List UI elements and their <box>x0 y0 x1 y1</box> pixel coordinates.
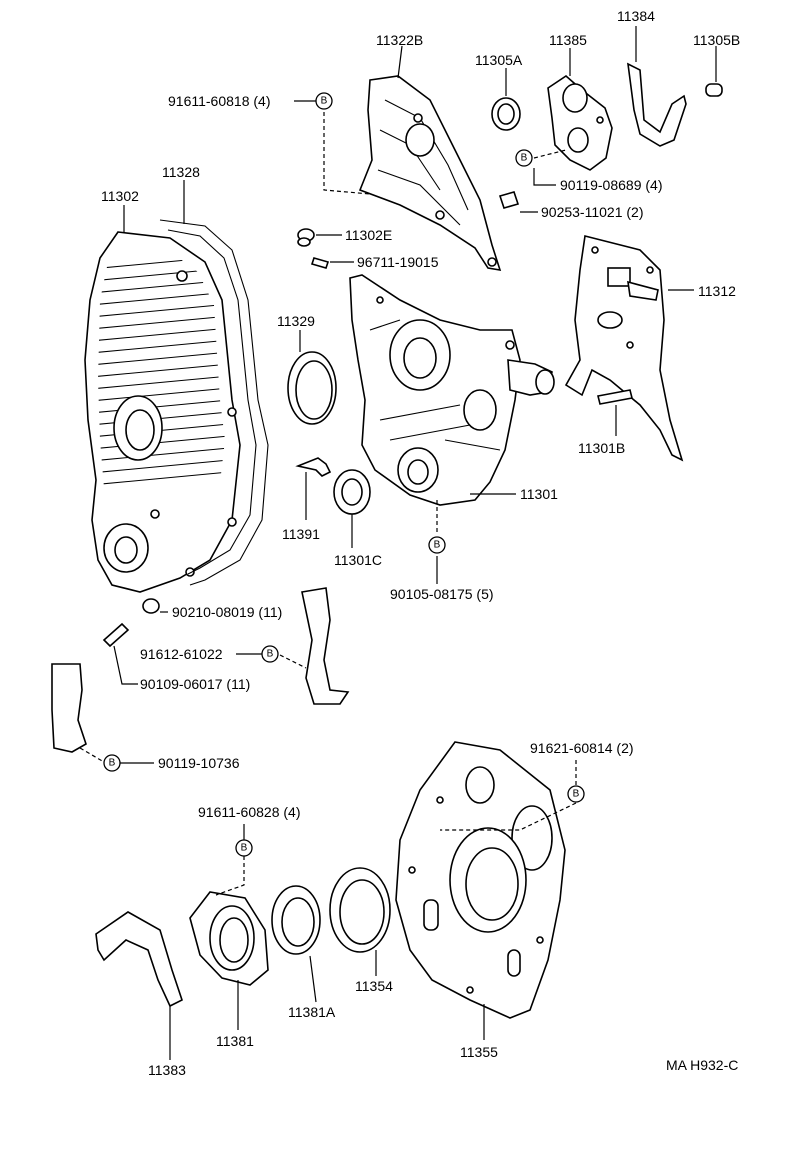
label-90105-08175: 90105-08175 (5) <box>390 586 494 602</box>
pin-96711-19015 <box>310 257 330 269</box>
label-91612-61022: 91612-61022 <box>140 646 223 662</box>
label-90109-06017: 90109-06017 (11) <box>140 676 251 692</box>
oil-seal-11301C <box>333 469 371 515</box>
bracket-11385 <box>547 74 613 171</box>
timing-cover-11302 <box>84 231 241 593</box>
label-11305B: 11305B <box>693 32 741 48</box>
label-11391: 11391 <box>282 526 320 542</box>
label-11302E: 11302E <box>345 227 393 243</box>
label-11384: 11384 <box>617 8 655 24</box>
label-11301B: 11301B <box>578 440 626 456</box>
badge-b-91621-60814: B <box>567 785 585 803</box>
o-ring-11329 <box>287 351 337 425</box>
badge-b-91611-60828: B <box>235 839 253 857</box>
label-90253-11021: 90253-11021 (2) <box>541 204 644 220</box>
svg-text:B: B <box>573 789 580 800</box>
bracket-90119-10736 <box>51 663 87 753</box>
leader-lines <box>79 26 717 1060</box>
label-11328: 11328 <box>162 164 200 180</box>
label-11329: 11329 <box>277 313 315 329</box>
badge-b-90119-10736: B <box>103 754 121 772</box>
svg-text:B: B <box>109 758 116 769</box>
timing-case-11301 <box>349 274 555 506</box>
badge-b-91612-61022: B <box>261 645 279 663</box>
gasket-11328 <box>159 219 269 586</box>
svg-text:B: B <box>241 843 248 854</box>
spacer-11381A <box>271 885 321 955</box>
oil-seal-11305A <box>491 97 521 131</box>
label-11385: 11385 <box>549 32 587 48</box>
gauge-11391 <box>295 457 332 477</box>
label-11355: 11355 <box>460 1044 498 1060</box>
retainer-11381 <box>189 891 269 986</box>
bracket-91612 <box>301 587 350 705</box>
label-11381A: 11381A <box>288 1004 336 1020</box>
label-90210-08019: 90210-08019 (11) <box>172 604 283 620</box>
label-91611-60828: 91611-60828 (4) <box>198 804 301 820</box>
plug-11305B <box>705 83 723 97</box>
bracket-11384 <box>627 62 687 147</box>
label-11312: 11312 <box>698 283 736 299</box>
svg-text:B: B <box>521 153 528 164</box>
label-91611-60818: 91611-60818 (4) <box>168 93 271 109</box>
cover-11322B <box>358 75 502 272</box>
label-11302: 11302 <box>101 188 139 204</box>
svg-text:B: B <box>321 96 328 107</box>
label-11381: 11381 <box>216 1033 254 1049</box>
part-11302E <box>297 228 315 247</box>
label-90119-10736: 90119-10736 <box>158 755 240 771</box>
label-11301: 11301 <box>520 486 558 502</box>
label-11383: 11383 <box>148 1062 186 1078</box>
label-11301C: 11301C <box>334 552 383 568</box>
pin-90253-11021 <box>498 191 520 209</box>
badge-b-90105-08175: B <box>428 536 446 554</box>
label-90119-08689: 90119-08689 (4) <box>560 177 663 193</box>
collar-90210-08019 <box>142 598 160 614</box>
badge-b-90119-08689: B <box>515 149 533 167</box>
oil-seal-11354 <box>329 867 391 953</box>
label-11354: 11354 <box>355 978 393 994</box>
bracket-11383 <box>95 911 183 1008</box>
bolt-90109-06017 <box>102 622 130 648</box>
svg-text:B: B <box>267 649 274 660</box>
svg-text:B: B <box>434 540 441 551</box>
label-96711-19015: 96711-19015 <box>357 254 439 270</box>
rear-plate-11355 <box>395 741 566 1019</box>
diagram-code: MA H932-C <box>666 1057 739 1073</box>
gasket-11312 <box>564 235 684 462</box>
label-91621-60814: 91621-60814 (2) <box>530 740 634 756</box>
label-11322B: 11322B <box>376 32 424 48</box>
badge-b-91611-60818: B <box>315 92 333 110</box>
stud-11301B <box>597 389 633 405</box>
label-11305A: 11305A <box>475 52 523 68</box>
